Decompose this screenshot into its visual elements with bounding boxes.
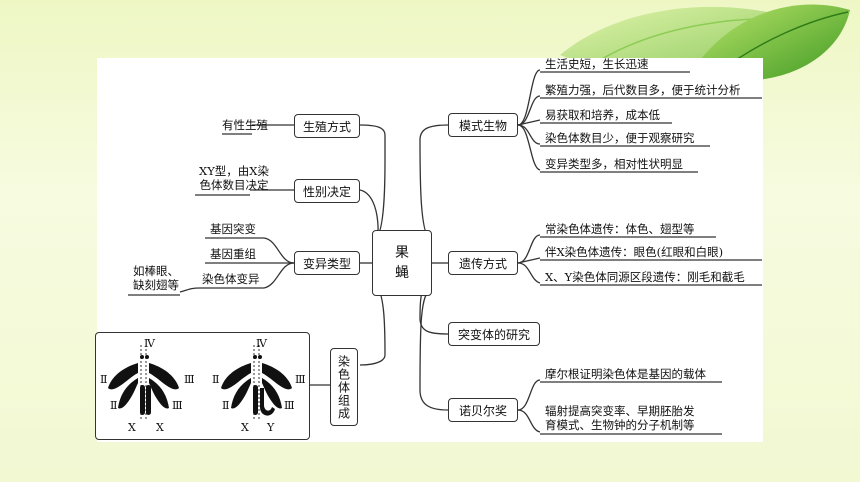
variation-example-line1: 如棒眼、 (133, 264, 179, 278)
model-organism-item: 染色体数目少，便于观察研究 (545, 131, 695, 145)
center-line2: 蝇 (395, 265, 409, 281)
mutant-research-node: 突变体的研究 (448, 322, 540, 346)
model-organism-node: 模式生物 (448, 113, 518, 137)
variation-item: 染色体变异 (202, 272, 260, 286)
roman-label: Ⅲ (172, 399, 183, 412)
center-line1: 果 (395, 245, 409, 261)
reproduction-node: 生殖方式 (294, 114, 360, 138)
roman-label: Ⅲ (295, 373, 306, 386)
roman-label: Ⅱ (212, 373, 220, 386)
chromosome-node: 染色体组成 (330, 348, 358, 426)
model-organism-item: 生活史短，生长迅速 (545, 57, 649, 71)
inheritance-node: 遗传方式 (448, 251, 518, 275)
male-karyotype (221, 345, 292, 421)
sex-chromosome-label: Y (267, 421, 275, 434)
nobel-item: 摩尔根证明染色体是基因的载体 (545, 367, 706, 381)
roman-label: Ⅲ (184, 373, 195, 386)
model-organism-item: 易获取和培养，成本低 (545, 108, 660, 122)
center-node: 果 蝇 (372, 230, 432, 296)
sex-chromosome-label: X (128, 421, 136, 434)
inheritance-item: 常染色体遗传：体色、翅型等 (545, 222, 695, 236)
variation-node: 变异类型 (294, 251, 360, 275)
roman-label: Ⅳ (256, 337, 267, 350)
nobel-item-2-line1: 辐射提高突变率、早期胚胎发 (545, 404, 695, 418)
roman-label: Ⅱ (100, 373, 108, 386)
model-organism-item: 繁殖力强，后代数目多，便于统计分析 (545, 83, 741, 97)
inheritance-item: X、Y染色体同源区段遗传：刚毛和截毛 (545, 270, 745, 284)
roman-label: Ⅱ (110, 399, 118, 412)
roman-label: Ⅲ (284, 399, 295, 412)
variation-example: 如棒眼、 缺刻翅等 (128, 264, 184, 292)
sex-chromosome-label: X (241, 421, 249, 434)
sex-determination-node: 性别决定 (294, 179, 360, 203)
variation-item: 基因突变 (210, 222, 256, 236)
model-organism-item: 变异类型多，相对性状明显 (545, 157, 683, 171)
inheritance-item: 伴X染色体遗传：眼色(红眼和白眼) (545, 245, 724, 259)
karyotype-figure (108, 345, 292, 421)
sex-determination-line1: XY型，由X染 (199, 164, 269, 178)
sex-determination-detail: XY型，由X染 色体数目决定 (195, 164, 273, 192)
variation-example-line2: 缺刻翅等 (133, 278, 179, 292)
roman-label: Ⅳ (144, 337, 155, 350)
nobel-item-2-line2: 育模式、生物钟的分子机制等 (545, 418, 695, 432)
nobel-item-2: 辐射提高突变率、早期胚胎发 育模式、生物钟的分子机制等 (545, 404, 695, 432)
female-karyotype (108, 345, 179, 421)
chromosome-panel: Ⅳ Ⅱ Ⅲ Ⅱ Ⅲ Ⅳ Ⅱ Ⅲ Ⅱ Ⅲ X X X Y (95, 332, 310, 440)
reproduction-detail: 有性生殖 (222, 118, 268, 132)
nobel-node: 诺贝尔奖 (448, 398, 518, 422)
variation-item: 基因重组 (210, 247, 256, 261)
sex-chromosome-label: X (156, 421, 164, 434)
roman-label: Ⅱ (222, 399, 230, 412)
sex-determination-line2: 色体数目决定 (199, 178, 269, 192)
